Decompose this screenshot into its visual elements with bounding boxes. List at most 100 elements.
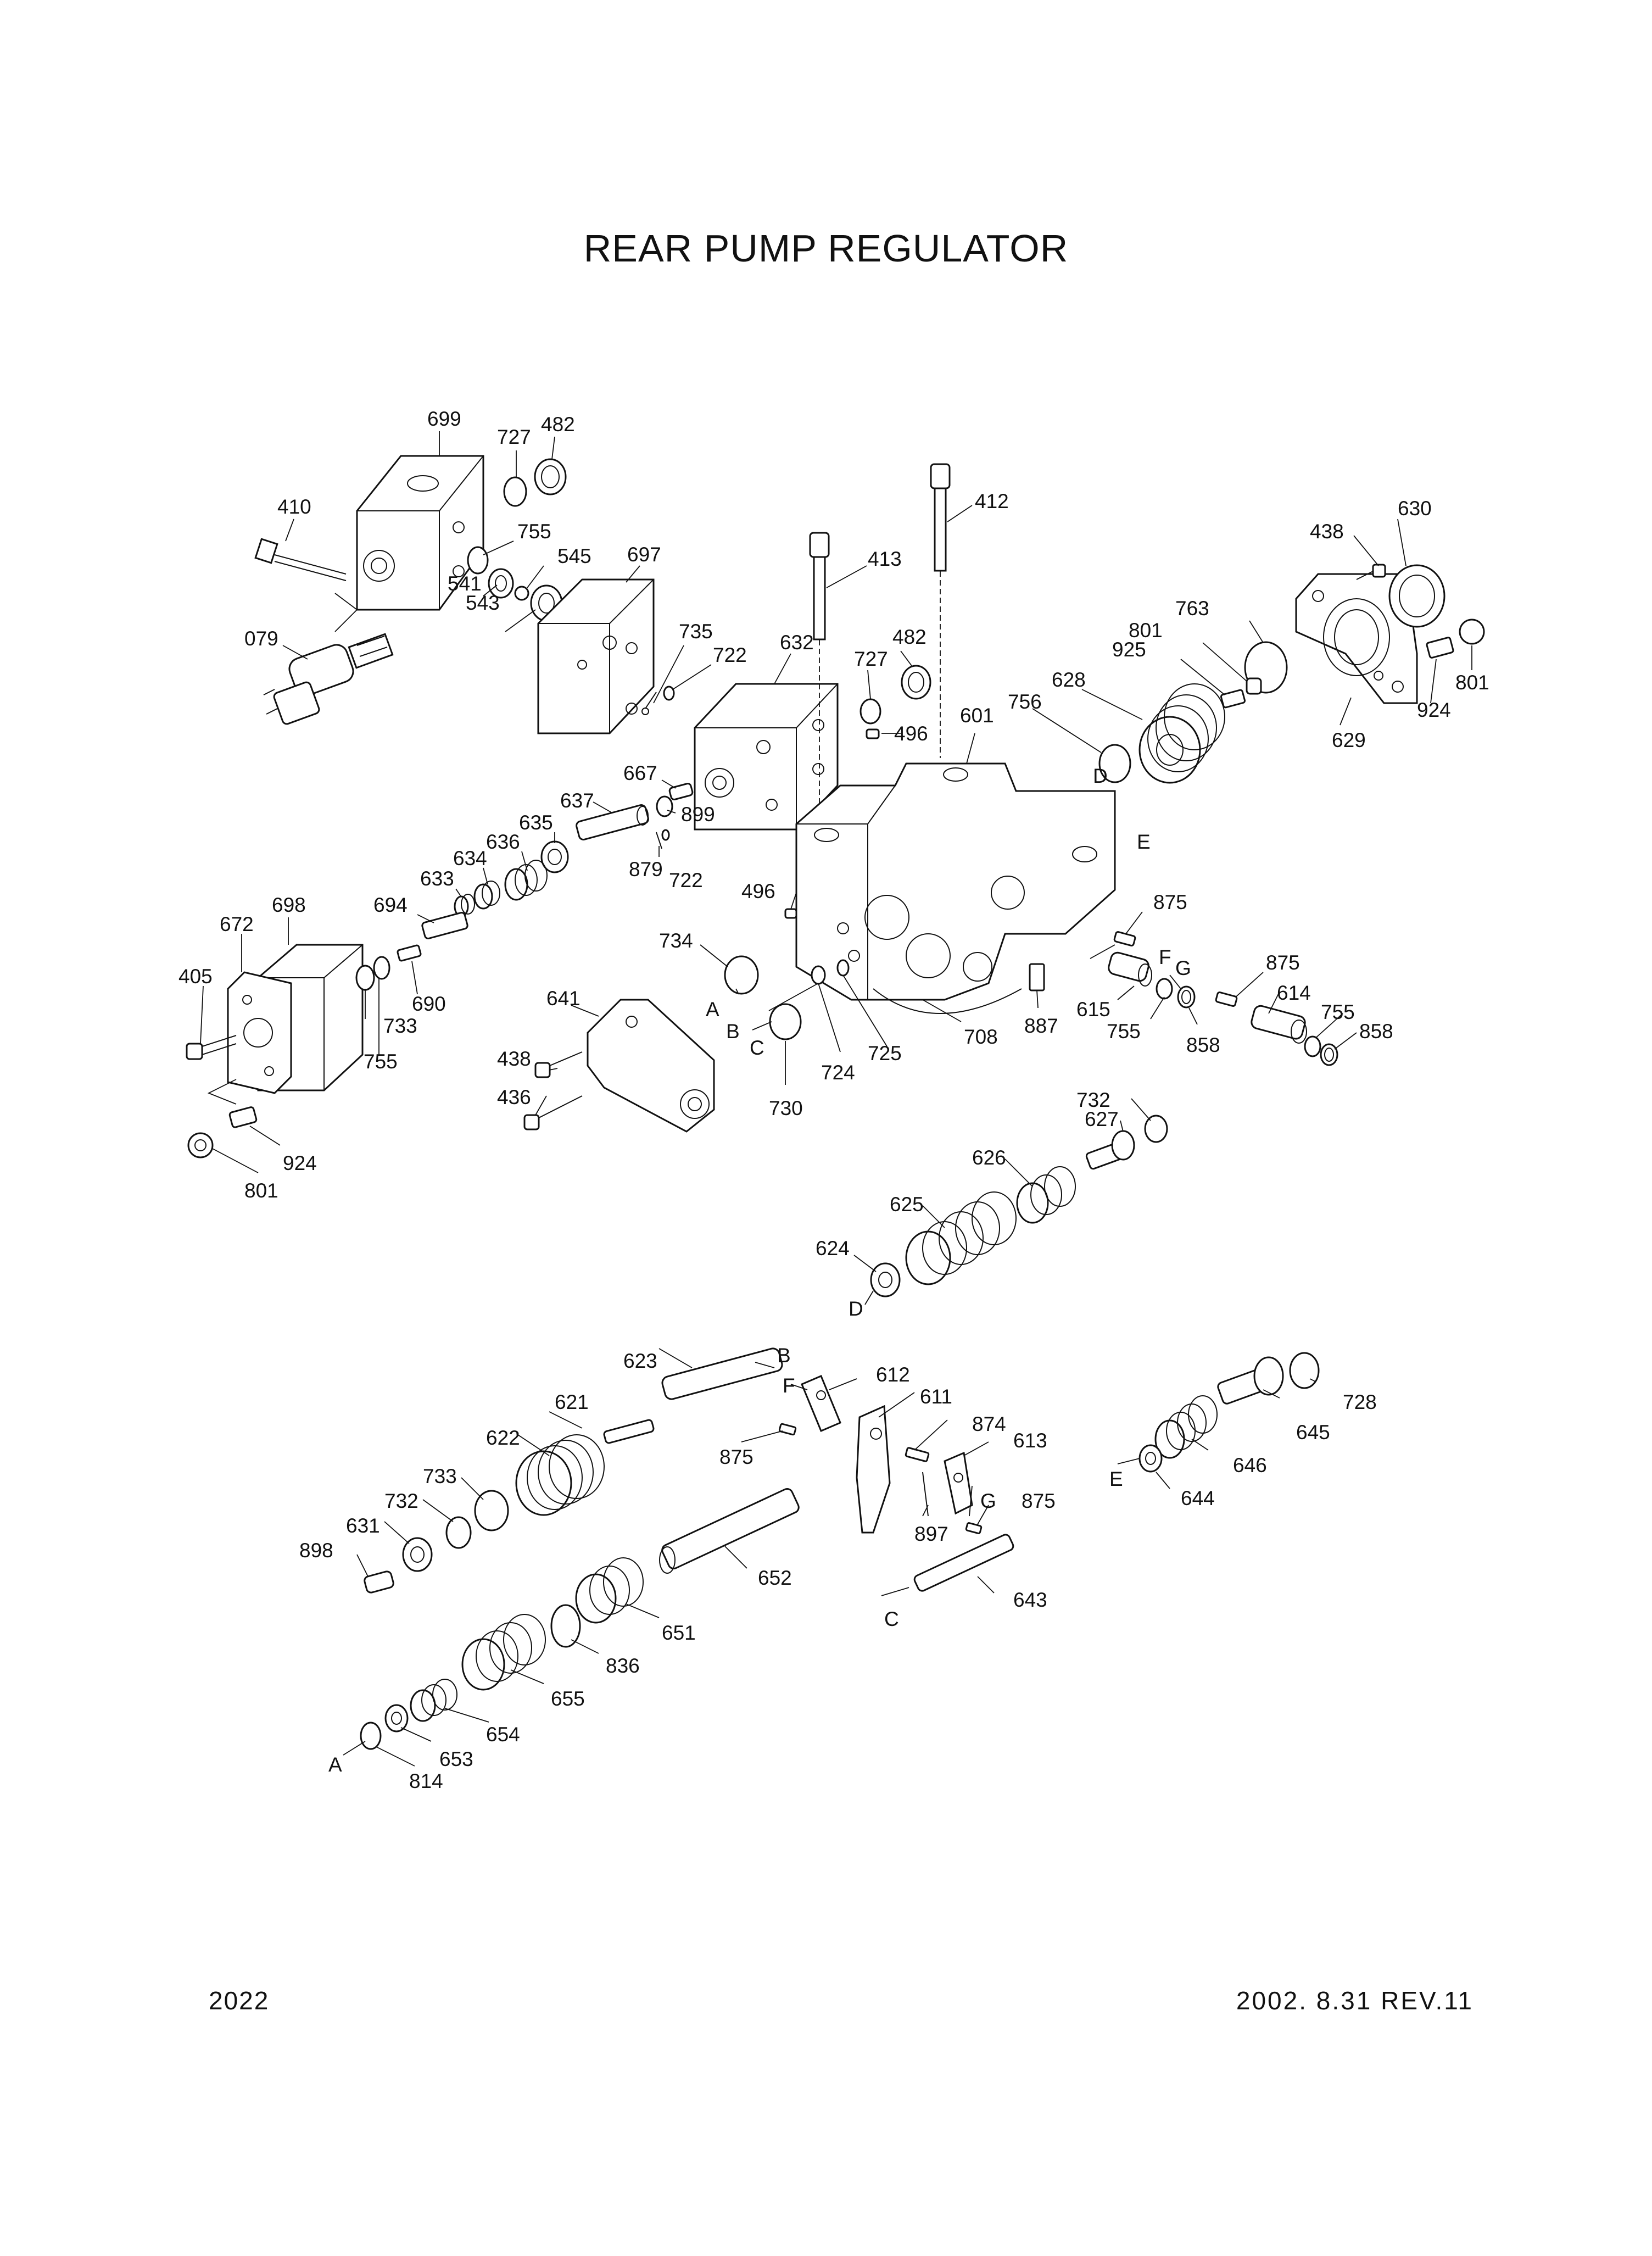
label-875a: 875 — [1153, 891, 1187, 913]
screw-694 — [421, 912, 468, 939]
label-643: 643 — [1013, 1589, 1047, 1611]
seat-653 — [384, 1704, 409, 1733]
label-635: 635 — [519, 811, 553, 834]
label-541: 541 — [448, 572, 482, 595]
label-887: 887 — [1024, 1015, 1058, 1037]
seat-541 — [488, 568, 514, 599]
screw-924a — [1426, 637, 1454, 659]
label-G1: G — [1175, 957, 1191, 979]
spring-626 — [1016, 1166, 1076, 1224]
plate-672 — [227, 971, 292, 1094]
bolt-436 — [523, 1095, 583, 1130]
ring-732a — [1144, 1115, 1168, 1143]
lever-612 — [801, 1375, 841, 1432]
label-653: 653 — [439, 1748, 473, 1770]
ring-630 — [1388, 564, 1446, 628]
label-694: 694 — [373, 894, 408, 916]
label-079: 079 — [244, 627, 278, 650]
label-C2: C — [884, 1608, 899, 1630]
label-624: 624 — [816, 1237, 850, 1260]
label-615: 615 — [1076, 998, 1110, 1021]
pin-735 — [641, 692, 657, 715]
label-924b: 924 — [283, 1152, 317, 1174]
pin-874 — [905, 1447, 930, 1462]
label-727a: 727 — [497, 426, 531, 448]
label-634: 634 — [453, 847, 487, 870]
ring-756 — [1098, 744, 1131, 783]
label-405: 405 — [178, 965, 213, 988]
piston-627 — [1085, 1130, 1135, 1170]
ring-755a — [467, 546, 489, 575]
label-622: 622 — [486, 1427, 520, 1449]
label-733b: 733 — [423, 1465, 457, 1488]
plug-496a — [866, 728, 880, 739]
label-621: 621 — [555, 1391, 589, 1413]
label-613: 613 — [1013, 1429, 1047, 1452]
shaft-652 — [659, 1488, 800, 1574]
label-629: 629 — [1332, 729, 1366, 751]
label-A2: A — [328, 1753, 342, 1776]
label-697: 697 — [627, 543, 661, 566]
page-title: REAR PUMP REGULATOR — [583, 227, 1069, 270]
label-412: 412 — [975, 490, 1009, 513]
label-755d: 755 — [1321, 1001, 1355, 1023]
solenoid-079 — [263, 633, 394, 725]
label-732a: 732 — [1076, 1089, 1110, 1111]
piston-615 — [1108, 951, 1152, 987]
ring-733b — [474, 1490, 509, 1531]
label-836: 836 — [606, 1655, 640, 1677]
ring-725 — [836, 959, 850, 977]
label-627: 627 — [1085, 1108, 1119, 1130]
label-625: 625 — [890, 1193, 924, 1216]
piston-645 — [1217, 1356, 1284, 1405]
label-858b: 858 — [1359, 1020, 1393, 1043]
label-D2: D — [849, 1297, 863, 1320]
label-875b: 875 — [1266, 951, 1300, 974]
label-645: 645 — [1296, 1421, 1330, 1444]
label-875c: 875 — [719, 1446, 754, 1468]
ring-631 — [402, 1537, 433, 1572]
label-632: 632 — [780, 631, 814, 654]
pin-722a — [663, 686, 675, 701]
bolt-438b — [534, 1051, 583, 1078]
label-725: 725 — [868, 1042, 902, 1065]
label-626: 626 — [972, 1146, 1006, 1169]
piston-614 — [1251, 1005, 1307, 1044]
label-801c: 801 — [244, 1179, 278, 1202]
label-652: 652 — [758, 1567, 792, 1589]
label-898: 898 — [299, 1539, 333, 1562]
label-722b: 722 — [669, 869, 703, 892]
label-410: 410 — [277, 495, 311, 518]
pin-667 — [668, 783, 694, 800]
plug-496b — [784, 908, 797, 919]
label-C1: C — [750, 1037, 764, 1059]
revision-date: 2002. 8.31 REV.11 — [1236, 1986, 1474, 2015]
ring-899 — [656, 795, 673, 817]
pin-875b — [1215, 991, 1238, 1007]
nut-801b — [1459, 619, 1485, 645]
label-708: 708 — [964, 1026, 998, 1048]
label-633: 633 — [420, 867, 454, 890]
pin-875a — [1113, 931, 1136, 946]
spring-654 — [410, 1679, 457, 1722]
label-637: 637 — [560, 789, 594, 812]
pin-897 — [922, 1472, 929, 1517]
page-number: 2022 — [209, 1986, 270, 2015]
label-628: 628 — [1052, 669, 1086, 691]
label-436: 436 — [497, 1086, 531, 1108]
label-874: 874 — [972, 1413, 1006, 1435]
ring-858b — [1320, 1043, 1338, 1066]
label-733a: 733 — [383, 1015, 417, 1037]
sleeve-622 — [515, 1434, 605, 1516]
label-667: 667 — [623, 762, 657, 784]
label-728: 728 — [1343, 1391, 1377, 1413]
ring-732b — [445, 1516, 472, 1549]
label-925: 925 — [1112, 638, 1146, 661]
label-611: 611 — [920, 1385, 952, 1408]
label-G2: G — [980, 1490, 996, 1512]
label-631: 631 — [346, 1514, 380, 1537]
label-482b: 482 — [892, 626, 927, 648]
ring-733a — [355, 965, 375, 991]
screw-925 — [1220, 689, 1246, 709]
